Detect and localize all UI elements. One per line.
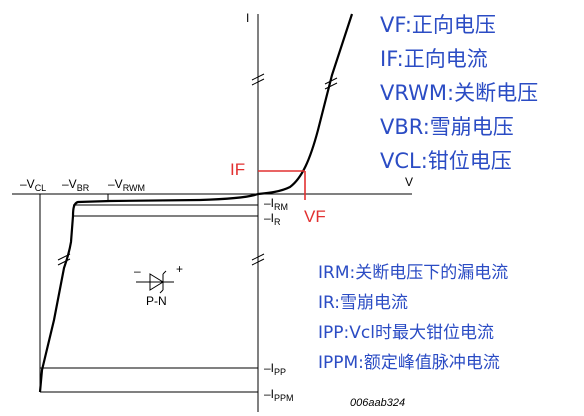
legend-item: VF:正向电压 [380, 13, 496, 37]
vcl-label: –VCL [20, 177, 46, 193]
legend-top: VF:正向电压 IF:正向电流 VRWM:关断电压 VBR:雪崩电压 VCL:钳… [380, 8, 538, 178]
legend-item: VBR:雪崩电压 [380, 115, 514, 139]
forward-break-marks [324, 77, 338, 90]
forward-curve [257, 13, 354, 196]
reverse-curve [38, 192, 259, 393]
legend-item: IF:正向电流 [380, 47, 488, 71]
i-axis-label: I [246, 11, 249, 25]
legend-item: VRWM:关断电压 [380, 81, 539, 105]
legend-bottom: IRM:关断电压下的漏电流 IR:雪崩电流 IPP:Vcl时最大钳位电流 IPP… [318, 258, 508, 378]
vf-label: VF [304, 207, 326, 226]
legend-item: VCL:钳位电压 [380, 149, 512, 173]
irm-label: –IRM [264, 196, 288, 212]
legend-item: IPP:Vcl时最大钳位电流 [318, 323, 494, 343]
legend-item: IPPM:额定峰值脉冲电流 [318, 353, 500, 373]
diode-label: P-N [146, 294, 167, 308]
legend-item: IR:雪崩电流 [318, 293, 409, 313]
v-axis-label: V [405, 175, 413, 189]
figure-code: 006aab324 [350, 397, 406, 409]
if-label: IF [230, 160, 245, 179]
vrwm-label: –VRWM [108, 177, 145, 193]
diode-plus: + [176, 262, 183, 276]
vbr-label: –VBR [62, 177, 90, 193]
ipp-label: –IPP [264, 361, 286, 377]
if-vf-markers [258, 170, 306, 200]
diode-minus: – [134, 264, 141, 278]
legend-item: IRM:关断电压下的漏电流 [318, 263, 509, 283]
ippm-label: –IPPM [264, 387, 294, 403]
ir-label: –IR [264, 211, 281, 227]
diode-symbol-icon [136, 270, 174, 294]
axis-break-marks [251, 73, 265, 266]
